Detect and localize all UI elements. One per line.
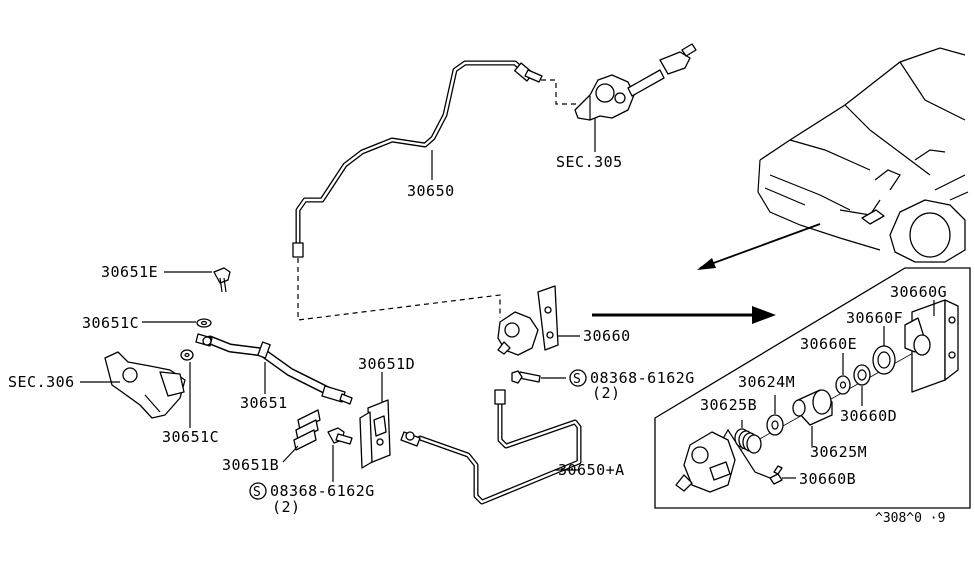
bolt-icon: [327, 427, 353, 445]
grommet-icon: [872, 345, 896, 375]
label-bolt-bottom: 08368-6162G: [270, 482, 375, 500]
screw-icon: [769, 465, 783, 485]
label-30624M: 30624M: [738, 373, 795, 391]
leader-30651B: [282, 445, 299, 463]
bolt-icon: [511, 370, 541, 384]
hose-bracket-30651D: [359, 399, 391, 469]
label-30651C-bottom: 30651C: [162, 428, 219, 446]
label-30660: 30660: [583, 327, 631, 345]
label-30651: 30651: [240, 394, 288, 412]
washer-icon: [196, 318, 212, 328]
dashed-guide-mc: [541, 79, 578, 105]
label-30660D: 30660D: [840, 407, 897, 425]
piston-icon: [792, 389, 833, 426]
label-sec305: SEC.305: [556, 153, 623, 171]
label-sec306: SEC.306: [8, 373, 75, 391]
label-30660E: 30660E: [800, 335, 857, 353]
union-bolt-icon: [213, 267, 231, 293]
label-30651B: 30651B: [222, 456, 279, 474]
bushing-icon: [766, 414, 784, 436]
label-30660G: 30660G: [890, 283, 947, 301]
bolt-symbol-right: S: [573, 372, 581, 387]
label-30651E: 30651E: [101, 263, 158, 281]
label-30625M: 30625M: [810, 443, 867, 461]
clutch-hose-30651: [195, 333, 353, 405]
label-bolt-right: 08368-6162G: [590, 369, 695, 387]
slave-cylinder-icon: [104, 351, 186, 419]
bolt-symbol-icon: [569, 369, 587, 387]
washer-icon: [180, 349, 194, 361]
vehicle-front-icon: [757, 47, 969, 263]
diagram-code: ^308^0 ·9: [875, 511, 945, 526]
washer-icon: [853, 364, 871, 386]
arrow-head: [697, 258, 716, 270]
clip-icon: [293, 409, 321, 451]
pipe-bracket-30660: [497, 285, 559, 356]
spring-icon: [734, 428, 762, 454]
detail-box: [654, 267, 971, 509]
label-bolt-right-qty: (2): [592, 384, 621, 402]
label-30651D: 30651D: [358, 355, 415, 373]
bolt-symbol-icon: [249, 482, 267, 500]
bracket-detail-icon: [675, 431, 736, 493]
callout-arrow: [699, 223, 821, 269]
clutch-pipe-30650: [292, 60, 543, 258]
clutch-pipe-30650A: [400, 389, 582, 505]
dashed-guide-bracket: [297, 258, 501, 321]
label-30660B: 30660B: [799, 470, 856, 488]
label-30650: 30650: [407, 182, 455, 200]
label-30660F: 30660F: [846, 309, 903, 327]
label-30650A: 30650+A: [558, 461, 625, 479]
master-cylinder-icon: [574, 43, 697, 121]
label-30651C-top: 30651C: [82, 314, 139, 332]
label-30625B: 30625B: [700, 396, 757, 414]
label-bolt-bottom-qty: (2): [272, 498, 301, 516]
washer-icon: [835, 375, 851, 395]
mounting-plate-icon: [904, 299, 959, 393]
bolt-symbol-bottom: S: [253, 485, 261, 500]
